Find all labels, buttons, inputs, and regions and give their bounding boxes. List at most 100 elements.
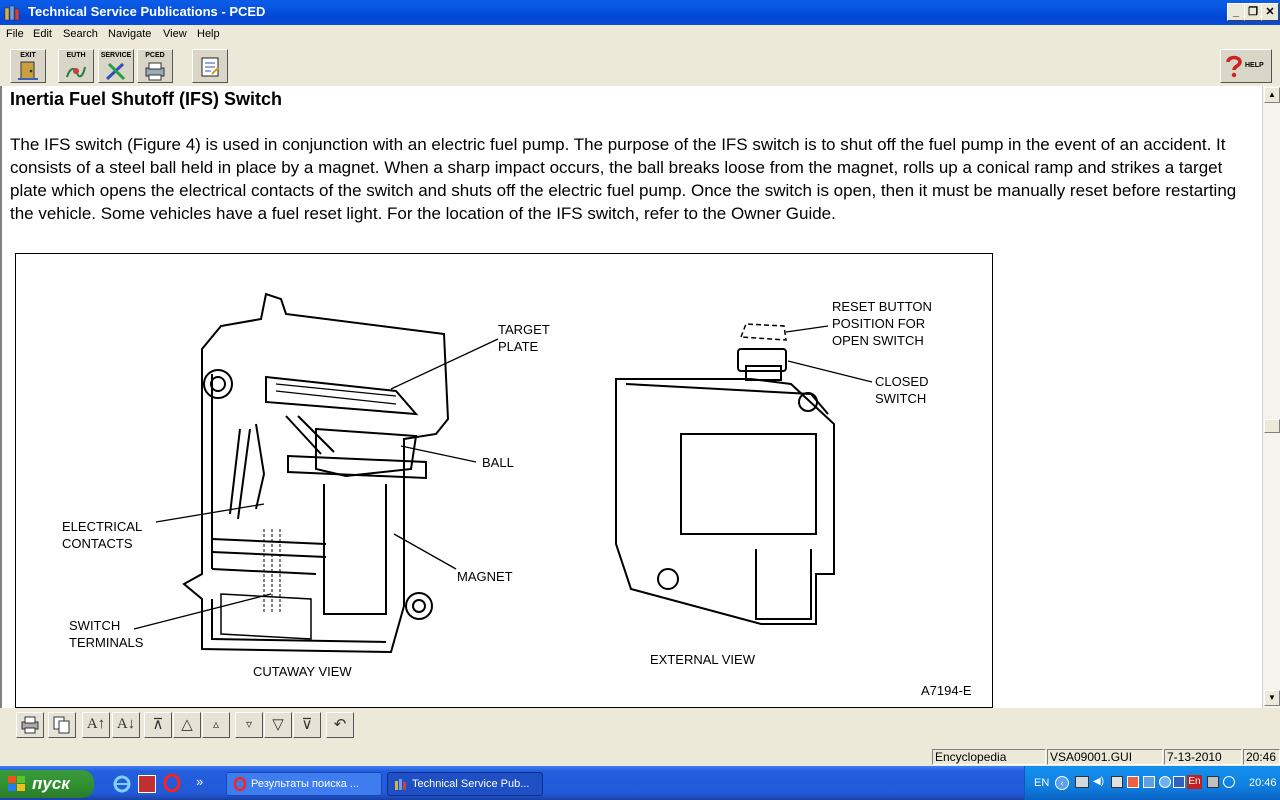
tray-app-icon-3[interactable] <box>1143 776 1155 788</box>
scroll-thumb[interactable] <box>1264 419 1280 433</box>
label-reset-button-line2: POSITION FOR <box>832 316 926 331</box>
font-increase-icon[interactable]: A↑ <box>82 712 110 738</box>
label-reset-button-line3: OPEN SWITCH <box>832 333 924 348</box>
tsp-task-icon <box>395 779 406 790</box>
tray-app-icon-7[interactable] <box>1223 776 1235 788</box>
window-title: Technical Service Publications - PCED <box>28 4 266 19</box>
copy-icon <box>53 716 70 734</box>
tray-app-icon-1[interactable] <box>1111 776 1123 788</box>
start-button[interactable]: пуск <box>0 770 94 798</box>
tray-app-icon-6[interactable] <box>1207 776 1219 788</box>
app-icon <box>4 5 20 21</box>
menu-navigate[interactable]: Navigate <box>108 28 152 40</box>
label-magnet: MAGNET <box>457 569 513 584</box>
menu-file[interactable]: File <box>6 28 24 40</box>
label-external-view: EXTERNAL VIEW <box>650 652 755 667</box>
document-view[interactable]: Inertia Fuel Shutoff (IFS) Switch The IF… <box>0 86 1262 708</box>
figure-ifs-switch: TARGET PLATE BALL ELECTRICAL CONTACTS MA… <box>15 253 993 708</box>
label-switch-terminals-line2: TERMINALS <box>69 635 144 650</box>
label-target-plate: TARGET PLATE <box>498 321 550 355</box>
euth-label: EUTH <box>66 52 86 59</box>
go-bottom-icon[interactable]: ⊽ <box>293 712 321 738</box>
tray-app-icon-4[interactable] <box>1159 776 1171 788</box>
service-button[interactable]: SERVICE <box>98 49 134 83</box>
menu-search[interactable]: Search <box>63 28 98 40</box>
help-button[interactable]: HELP <box>1220 49 1272 83</box>
taskbar: пуск » Результаты поиска ... Technical S… <box>0 766 1280 800</box>
scroll-up-arrow-icon[interactable]: ▲ <box>1264 87 1280 103</box>
navigation-toolbar: A↑ A↓ ⊼ △ ▵ ▿ ▽ ⊽ ↶ <box>0 708 1280 748</box>
print-button[interactable] <box>16 712 44 738</box>
menu-help[interactable]: Help <box>197 28 220 40</box>
page-up-icon[interactable]: △ <box>173 712 201 738</box>
figure-drawing <box>133 292 873 654</box>
status-time: 20:46 <box>1243 749 1280 765</box>
restore-button[interactable]: ❐ <box>1244 3 1262 21</box>
print-icon <box>21 716 39 734</box>
service-label: SERVICE <box>100 52 132 59</box>
label-closed-switch-line2: SWITCH <box>875 391 927 406</box>
menu-edit[interactable]: Edit <box>33 28 52 40</box>
taskbar-item-tsp[interactable]: Technical Service Pub... <box>387 772 543 796</box>
status-date: 7-13-2010 <box>1164 749 1242 765</box>
ie-icon[interactable] <box>112 774 132 794</box>
pced-button[interactable]: PCED <box>137 49 173 83</box>
clock[interactable]: 20:46 <box>1249 777 1277 789</box>
figure-id: A7194-E <box>921 683 972 698</box>
menu-bar: File Edit Search Navigate View Help <box>0 25 1280 44</box>
notes-button[interactable] <box>192 49 228 83</box>
opera-icon[interactable] <box>163 773 181 793</box>
copy-button[interactable] <box>48 712 76 738</box>
keyboard-layout-indicator[interactable]: En <box>1187 775 1202 789</box>
tray-app-icon-5[interactable] <box>1173 776 1185 788</box>
label-reset-button: RESET BUTTON POSITION FOR OPEN SWITCH <box>832 298 932 349</box>
body-paragraph: The IFS switch (Figure 4) is used in con… <box>10 135 1237 223</box>
label-electrical-contacts-line1: ELECTRICAL <box>62 519 143 534</box>
title-bar[interactable]: Technical Service Publications - PCED _ … <box>0 0 1280 25</box>
tray-app-icon-2[interactable] <box>1127 776 1139 788</box>
question-icon <box>1226 55 1242 78</box>
quicklaunch-more-icon[interactable]: » <box>196 774 204 789</box>
system-tray: EN ‹ ◀) En 20:46 <box>1024 766 1280 800</box>
label-target-plate-line2: PLATE <box>498 339 539 354</box>
app-quicklaunch-icon[interactable] <box>138 775 156 793</box>
minimize-button[interactable]: _ <box>1227 3 1245 21</box>
vertical-scrollbar[interactable]: ▲ ▼ <box>1262 86 1280 708</box>
page-title: Inertia Fuel Shutoff (IFS) Switch <box>10 89 282 109</box>
tray-expand-icon[interactable]: ‹ <box>1055 776 1069 790</box>
windows-logo-icon <box>8 776 25 791</box>
volume-icon[interactable]: ◀) <box>1093 776 1105 787</box>
status-section: Encyclopedia <box>932 749 1046 765</box>
exit-label: EXIT <box>20 52 36 59</box>
label-ball: BALL <box>482 455 514 470</box>
menu-view[interactable]: View <box>163 28 187 40</box>
status-bar: Encyclopedia VSA09001.GUI 7-13-2010 20:4… <box>0 748 1280 766</box>
label-closed-switch: CLOSED SWITCH <box>875 373 928 407</box>
back-icon[interactable]: ↶ <box>326 712 354 738</box>
page-down-icon[interactable]: ▽ <box>264 712 292 738</box>
line-up-icon[interactable]: ▵ <box>202 712 230 738</box>
line-down-icon[interactable]: ▿ <box>235 712 263 738</box>
door-icon <box>18 61 38 80</box>
euth-button[interactable]: EUTH <box>58 49 94 83</box>
label-closed-switch-line1: CLOSED <box>875 374 929 389</box>
go-top-icon[interactable]: ⊼ <box>144 712 172 738</box>
help-label: HELP <box>1245 62 1264 69</box>
taskbar-item-search-label: Результаты поиска ... <box>251 778 360 790</box>
language-indicator[interactable]: EN <box>1034 777 1050 789</box>
taskbar-item-search[interactable]: Результаты поиска ... <box>226 772 382 796</box>
label-cutaway-view: CUTAWAY VIEW <box>253 664 352 679</box>
font-decrease-icon[interactable]: A↓ <box>112 712 140 738</box>
taskbar-item-tsp-label: Technical Service Pub... <box>412 778 530 790</box>
label-switch-terminals: SWITCH TERMINALS <box>69 617 143 651</box>
notes-icon <box>201 57 219 77</box>
exit-button[interactable]: EXIT <box>10 49 46 83</box>
label-electrical-contacts: ELECTRICAL CONTACTS <box>62 518 142 552</box>
label-reset-button-line1: RESET BUTTON <box>832 299 932 314</box>
toolbar: EXIT EUTH SERVICE PCED HELP <box>0 44 1280 86</box>
scroll-down-arrow-icon[interactable]: ▼ <box>1264 690 1280 706</box>
printer-icon <box>145 62 165 81</box>
status-file: VSA09001.GUI <box>1047 749 1163 765</box>
close-button[interactable]: ✕ <box>1261 3 1279 21</box>
network-icon[interactable] <box>1075 776 1089 788</box>
